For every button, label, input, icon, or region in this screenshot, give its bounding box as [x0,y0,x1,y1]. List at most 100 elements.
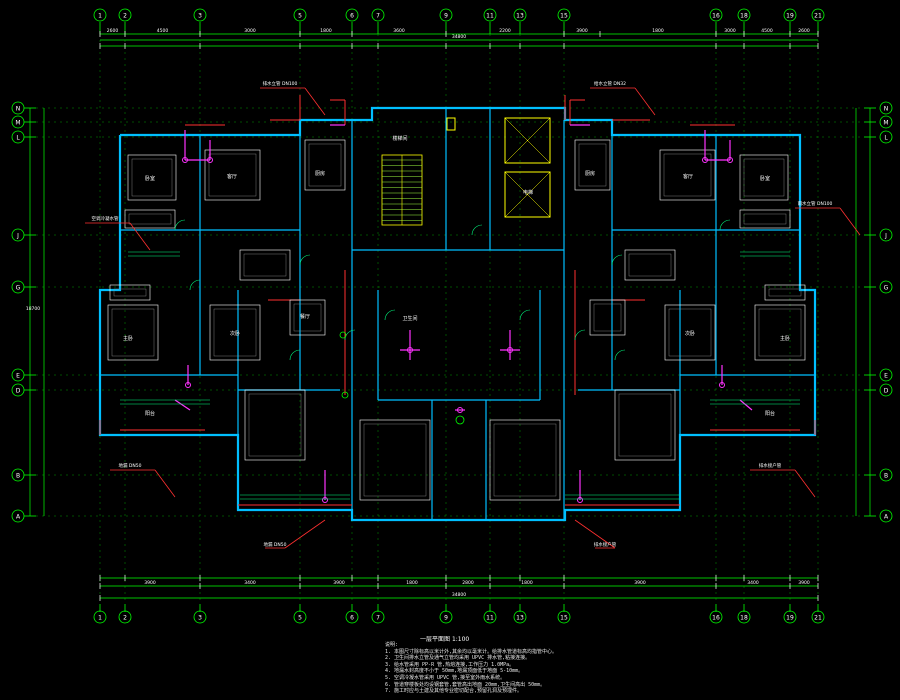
room-label-4: 电梯 [523,189,533,196]
callout-text-1: 给水立管 DN32 [594,80,626,87]
dim-top-outer-value: 2600 [107,28,119,34]
furniture-bed [359,419,431,501]
callout-text-3: 雨水立管 DN100 [798,200,833,207]
furniture-detail [131,158,173,197]
axis-label-top: 15 [560,13,568,20]
axis-bubble-left [11,368,25,382]
furniture-kitchen-counter [304,139,346,191]
pipe-riser [182,157,188,163]
axis-bubble-bottom [93,610,107,624]
furniture-dining-table [239,249,291,281]
axis-bubble-top [513,8,527,22]
axis-bubble-right [879,468,893,482]
pipe-riser [507,347,513,353]
notes-line-4: 4. 地漏水封高度不小于 50mm,地漏顶面低于地面 5-10mm。 [385,668,524,675]
callout-leader [304,87,326,116]
pipe-riser [457,407,463,413]
room-label-mirror: 次卧 [685,330,695,337]
axis-label-left: E [16,373,20,380]
axis-label-top: 11 [486,13,494,20]
furniture-detail [743,213,787,225]
callout-text-0: 排水立管 DN100 [263,80,298,87]
axis-bubble-bottom [293,610,307,624]
axis-label-top: 21 [814,13,822,20]
axis-bubble-bottom [811,610,825,624]
furniture-wardrobe [739,209,791,229]
room-label-9: 阳台 [145,410,155,417]
pipe-segment [174,399,191,411]
axis-label-left: L [16,135,20,142]
door-swing [611,254,623,266]
callout-leader-bottom [284,519,326,549]
door-swing [471,224,483,236]
furniture-detail [308,143,342,187]
axis-label-bottom: 9 [444,615,448,622]
furniture-sofa-set [204,149,261,201]
axis-label-left: G [16,285,21,292]
dim-overall-width: 34800 [452,34,466,40]
furniture-detail [363,423,427,497]
axis-label-right: N [884,106,889,113]
axis-bubble-right [879,368,893,382]
axis-label-bottom: 2 [123,615,127,622]
dim-bottom-outer-value: 1800 [521,580,533,586]
furniture-detail [248,393,302,457]
furniture-detail [493,423,557,497]
elevator-cross [504,171,551,218]
pipe-riser [407,347,413,353]
furniture-detail [768,288,802,297]
axis-bubble-right [879,115,893,129]
callout-leader [839,207,861,236]
furniture-detail [758,308,802,357]
furniture-dining-table [589,299,626,336]
furniture-bed [107,304,159,361]
furniture-detail [243,253,287,277]
callout-leader [794,469,816,498]
dim-top-outer-value: 3000 [724,28,736,34]
door-swing [384,309,396,321]
axis-bubble-top [709,8,723,22]
callout-text-2: 空调冷凝水管 [92,215,119,222]
axis-label-bottom: 7 [376,615,380,622]
callout-leader [129,222,151,251]
door-swing [344,329,356,341]
axis-label-top: 9 [444,13,448,20]
pipe-riser [577,497,583,503]
furniture-sofa-set [659,149,716,201]
door-swing [174,219,186,231]
axis-bubble-left [11,280,25,294]
room-label-8: 次卧 [230,330,240,337]
axis-bubble-left [11,383,25,397]
dim-bottom-overall-value: 34800 [452,592,466,598]
axis-label-left: A [16,514,21,521]
furniture-detail [113,288,147,297]
furniture-wardrobe [764,284,806,301]
axis-bubble-right [879,280,893,294]
axis-label-bottom: 3 [198,615,202,622]
axis-label-top: 13 [516,13,524,20]
axis-label-bottom: 18 [740,615,748,622]
furniture-bed [754,304,806,361]
notes-heading: 说明: [385,642,399,648]
dim-bottom-outer-value: 3400 [747,580,759,586]
furniture-bed [489,419,561,501]
room-label-7: 主卧 [123,335,133,342]
axis-bubble-top [483,8,497,22]
axis-label-left: M [15,120,20,127]
axis-label-top: 5 [298,13,302,20]
furniture-sofa-set [614,389,676,461]
furniture-detail [578,143,607,187]
furniture-detail [111,308,155,357]
furniture-bed [664,304,716,361]
axis-bubble-bottom [783,610,797,624]
furniture-sofa-set [244,389,306,461]
dim-bottom-outer-value: 3900 [144,580,156,586]
room-label-mirror: 客厅 [683,173,693,180]
dim-top-outer-value: 3600 [393,28,405,34]
pipe-riser [727,157,733,163]
dim-top-outer-value: 4500 [157,28,169,34]
pipe-riser [207,157,213,163]
axis-label-bottom: 11 [486,615,494,622]
axis-label-right: J [884,233,887,240]
